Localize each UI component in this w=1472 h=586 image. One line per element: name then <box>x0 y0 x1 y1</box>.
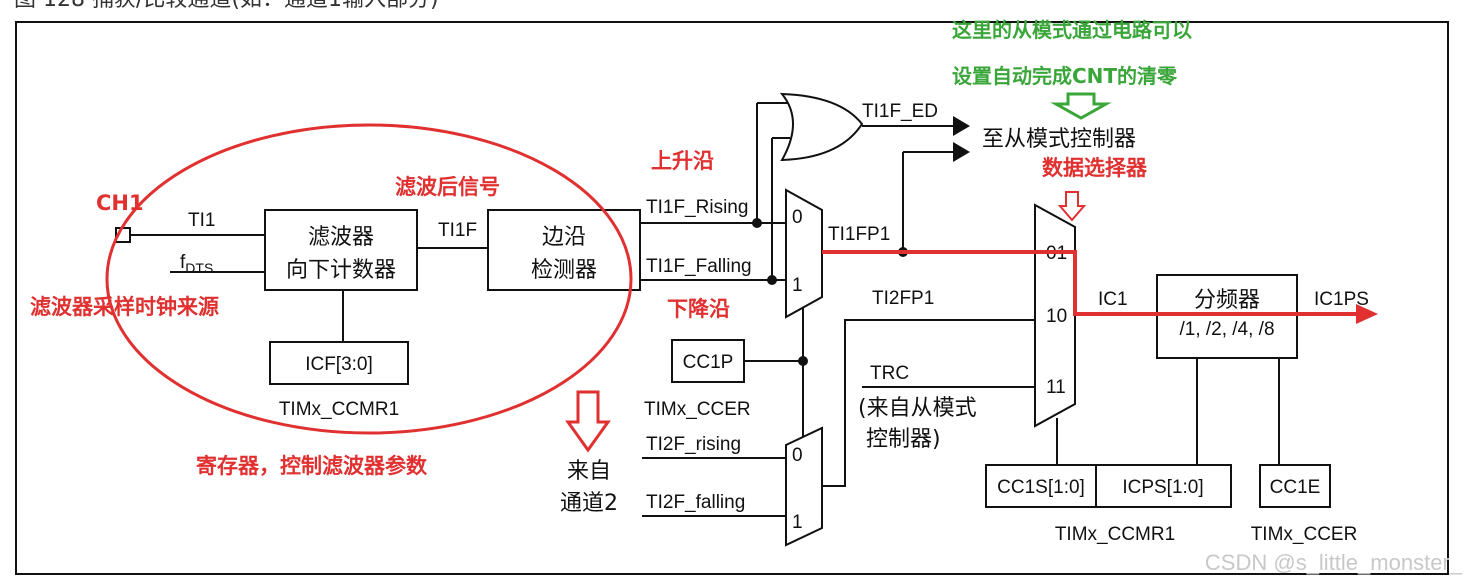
down-arrow-icon <box>1050 92 1112 120</box>
icps-label: ICPS[1:0] <box>1122 477 1203 498</box>
cc1p-label: CC1P <box>683 352 734 373</box>
ic1-label: IC1 <box>1098 289 1128 310</box>
ti1f-falling-label: TI1F_Falling <box>646 256 752 277</box>
mux2 <box>785 426 823 547</box>
down-arrow-icon <box>565 390 611 453</box>
diagram-caption: 图 128 捕获/比较通道(如：通道1输入部分) <box>14 0 439 12</box>
ti2f-rising-label: TI2F_rising <box>646 434 741 455</box>
icps-register <box>1095 464 1232 508</box>
diagram-frame <box>15 21 1449 575</box>
filtered-signal-annotation: 滤波后信号 <box>395 175 500 199</box>
junction-dot <box>767 275 777 285</box>
highlight-path <box>822 250 1360 316</box>
cc1p-register <box>671 339 745 383</box>
edge-label-line2: 检测器 <box>531 258 597 283</box>
highlight-arrow-head <box>1356 304 1378 324</box>
prescaler-title: 分频器 <box>1194 288 1260 313</box>
prescaler-block <box>1156 274 1298 359</box>
ti1f-ed-label: TI1F_ED <box>862 101 938 122</box>
fdts-label: fDTS <box>180 252 213 276</box>
or-gate <box>779 92 864 162</box>
mux2-in0: 0 <box>792 445 803 466</box>
ch1-label: CH1 <box>96 191 144 215</box>
icf-register <box>269 341 409 385</box>
cc1e-label: CC1E <box>1270 477 1321 498</box>
cc1e-register <box>1259 464 1331 508</box>
selector-mux <box>1034 203 1076 428</box>
ti2f-falling-label: TI2F_falling <box>646 492 745 513</box>
green-note-line1: 这里的从模式通过电路可以 <box>952 18 1192 42</box>
ccmr1-left-label: TIMx_CCMR1 <box>279 399 399 420</box>
filter-section-highlight <box>105 123 633 435</box>
ti2fp1-wire <box>822 319 1035 487</box>
filter-label-line1: 滤波器 <box>308 225 374 250</box>
to-slave-label: 至从模式控制器 <box>982 127 1136 152</box>
prescaler-ratios: /1, /2, /4, /8 <box>1179 319 1274 340</box>
junction-dot <box>798 356 808 366</box>
ic1ps-label: IC1PS <box>1314 289 1369 310</box>
ccer-mid-label: TIMx_CCER <box>644 399 751 420</box>
mux2-in1: 1 <box>792 512 803 533</box>
mux1 <box>785 188 823 319</box>
mux1-in1: 1 <box>792 275 803 296</box>
junction-dot <box>752 218 762 228</box>
trc-source-line1: (来自从模式 <box>858 396 977 421</box>
filter-label-line2: 向下计数器 <box>286 258 396 283</box>
from-ch2-line2: 通道2 <box>560 491 618 516</box>
arrow-head <box>953 116 970 136</box>
cc1s-register <box>985 464 1097 508</box>
ti2fp1-label: TI2FP1 <box>872 288 934 309</box>
icf-label: ICF[3:0] <box>305 354 373 375</box>
watermark: CSDN @s_little_monster_ <box>1205 550 1463 575</box>
filter-block <box>264 209 418 291</box>
selector-in-11: 11 <box>1046 377 1066 398</box>
ccmr1-right-label: TIMx_CCMR1 <box>1055 524 1175 545</box>
arrow-head <box>953 142 970 162</box>
ti1-label: TI1 <box>188 210 215 231</box>
rising-annotation: 上升沿 <box>651 149 714 173</box>
down-arrow-icon <box>1057 191 1087 222</box>
ti1f-label: TI1F <box>438 220 477 241</box>
from-ch2-line1: 来自 <box>567 459 611 484</box>
trc-source-line2: 控制器) <box>866 427 941 452</box>
selector-in-10: 10 <box>1046 306 1067 327</box>
falling-annotation: 下降沿 <box>667 297 730 321</box>
data-selector-annotation: 数据选择器 <box>1042 156 1148 180</box>
clock-source-annotation: 滤波器采样时钟来源 <box>30 295 219 319</box>
register-annotation: 寄存器，控制滤波器参数 <box>196 454 428 478</box>
green-note-line2: 设置自动完成CNT的清零 <box>952 64 1178 88</box>
edge-label-line1: 边沿 <box>542 225 586 250</box>
trc-label: TRC <box>870 363 909 384</box>
cc1s-label: CC1S[1:0] <box>997 477 1085 498</box>
ti1f-rising-label: TI1F_Rising <box>646 197 748 218</box>
ti1fp1-label: TI1FP1 <box>828 224 890 245</box>
mux1-in0: 0 <box>792 207 803 228</box>
ccer-right-label: TIMx_CCER <box>1251 524 1358 545</box>
